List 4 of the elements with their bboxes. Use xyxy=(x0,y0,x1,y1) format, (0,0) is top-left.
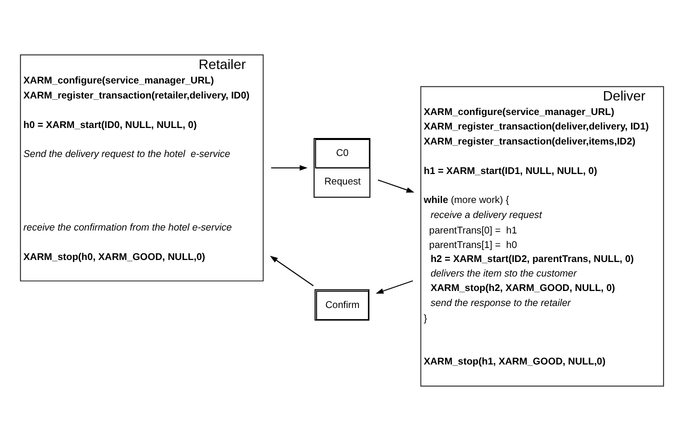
arrow xyxy=(376,280,414,294)
arrow xyxy=(270,256,314,286)
arrow xyxy=(377,179,414,193)
arrow xyxy=(270,165,308,171)
